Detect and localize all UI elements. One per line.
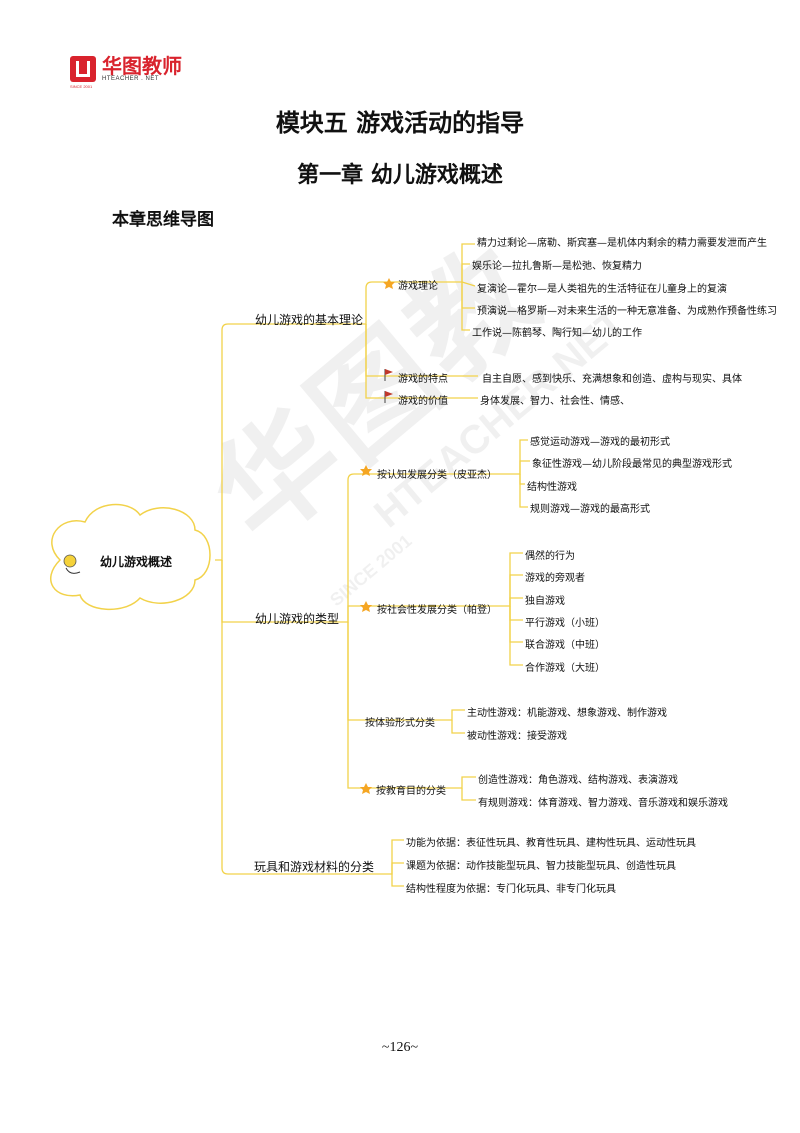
node-education: 按教育目的分类 — [376, 786, 446, 797]
leaf-features: 自主自愿、感到快乐、充满想象和创造、虚构与现实、具体 — [482, 374, 742, 385]
node-game-theory: 游戏理论 — [398, 281, 438, 292]
node-experience: 按体验形式分类 — [365, 718, 435, 729]
star-icon — [360, 465, 372, 476]
leaf-social-3: 独自游戏 — [525, 596, 565, 607]
node-values: 游戏的价值 — [398, 396, 448, 407]
node-features: 游戏的特点 — [398, 374, 448, 385]
leaf-theory-3: 复演论—霍尔—是人类祖先的生活特征在儿童身上的复演 — [477, 284, 727, 295]
node-cognitive: 按认知发展分类（皮亚杰） — [377, 470, 497, 481]
leaf-toys-1: 功能为依据：表征性玩具、教育性玩具、建构性玩具、运动性玩具 — [406, 838, 696, 849]
chapter-title: 第一章 幼儿游戏概述 — [297, 162, 503, 188]
leaf-social-4: 平行游戏（小班） — [525, 618, 605, 629]
logo-icon — [70, 56, 96, 82]
branch-types: 幼儿游戏的类型 — [255, 612, 340, 626]
star-icon — [383, 278, 395, 289]
root-bulb-icon — [63, 554, 77, 568]
leaf-values: 身体发展、智力、社会性、情感、 — [480, 396, 630, 407]
leaf-cognitive-3: 结构性游戏 — [527, 482, 577, 493]
page-number: ~126~ — [381, 1040, 419, 1055]
flag-icon — [385, 391, 393, 397]
leaf-education-1: 创造性游戏：角色游戏、结构游戏、表演游戏 — [478, 775, 678, 786]
leaf-cognitive-4: 规则游戏—游戏的最高形式 — [530, 504, 650, 515]
section-title: 本章思维导图 — [112, 210, 214, 230]
module-title: 模块五 游戏活动的指导 — [275, 108, 525, 137]
branch-toys: 玩具和游戏材料的分类 — [254, 860, 375, 874]
leaf-toys-2: 课题为依据：动作技能型玩具、智力技能型玩具、创造性玩具 — [406, 861, 676, 872]
leaf-cognitive-2: 象征性游戏—幼儿阶段最常见的典型游戏形式 — [532, 459, 732, 470]
leaf-theory-5: 工作说—陈鹤琴、陶行知—幼儿的工作 — [472, 328, 642, 339]
leaf-experience-2: 被动性游戏：接受游戏 — [467, 731, 567, 742]
leaf-social-2: 游戏的旁观者 — [525, 573, 585, 584]
leaf-cognitive-1: 感觉运动游戏—游戏的最初形式 — [530, 437, 670, 448]
leaf-social-6: 合作游戏（大班） — [525, 663, 605, 674]
leaf-theory-2: 娱乐论—拉扎鲁斯—是松弛、恢复精力 — [472, 261, 642, 272]
brand-logo: 华图教师 HTEACHER . NET SINCE 2001 — [70, 54, 182, 89]
leaf-theory-4: 预演说—格罗斯—对未来生活的一种无意准备、为成熟作预备性练习 — [477, 306, 777, 317]
star-icon — [360, 601, 372, 612]
logo-en-text: HTEACHER . NET — [102, 76, 160, 82]
leaf-experience-1: 主动性游戏：机能游戏、想象游戏、制作游戏 — [467, 708, 667, 719]
leaf-social-5: 联合游戏（中班） — [525, 640, 605, 651]
leaf-education-2: 有规则游戏：体育游戏、智力游戏、音乐游戏和娱乐游戏 — [478, 798, 728, 809]
leaf-toys-3: 结构性程度为依据：专门化玩具、非专门化玩具 — [406, 884, 616, 895]
branch-theory: 幼儿游戏的基本理论 — [255, 313, 364, 327]
mindmap-root: 幼儿游戏概述 — [100, 555, 173, 569]
logo-since-text: SINCE 2001 — [70, 84, 93, 89]
logo-cn-text: 华图教师 — [102, 54, 182, 78]
leaf-theory-1: 精力过剩论—席勒、斯宾塞—是机体内剩余的精力需要发泄而产生 — [477, 238, 767, 249]
leaf-social-1: 偶然的行为 — [525, 551, 575, 562]
flag-icon — [385, 369, 393, 375]
star-icon — [360, 783, 372, 794]
node-social: 按社会性发展分类（帕登） — [377, 605, 497, 616]
